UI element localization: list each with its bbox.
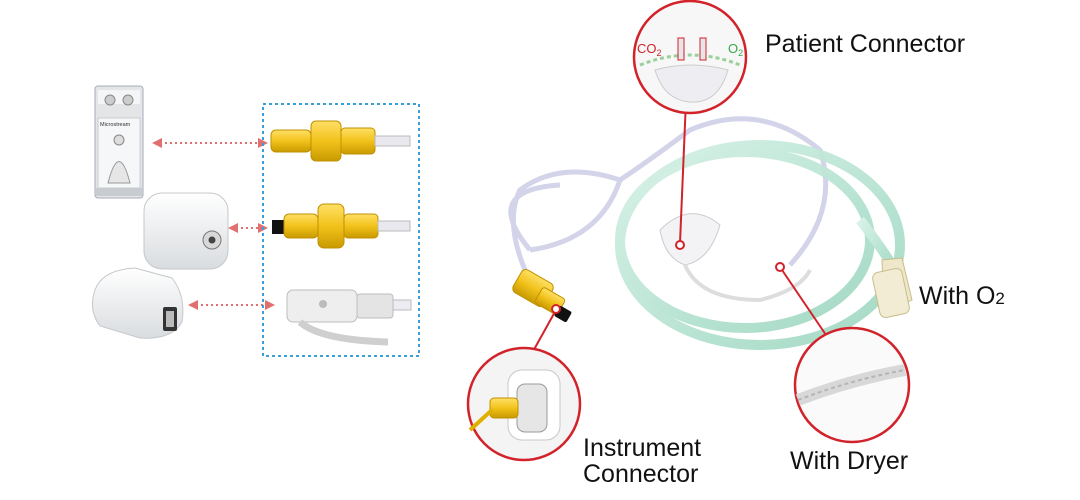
- callout-dots: [551, 240, 785, 314]
- co2-label: CO2: [637, 41, 662, 58]
- white-connector-3: [286, 289, 412, 346]
- capnography-monitor: [94, 85, 144, 199]
- module-device-round: [143, 192, 229, 270]
- yellow-connector-2: [272, 203, 411, 249]
- instrument-connector-line2: Connector: [583, 460, 699, 488]
- magnifier-dryer-icon: [793, 326, 911, 444]
- with-dryer-label: With Dryer: [790, 447, 909, 475]
- instrument-yellow-connector: [512, 269, 572, 322]
- yellow-connector-1: [270, 120, 411, 162]
- magnifier-patient-connector-icon: [632, 0, 748, 115]
- monitor-brand-text: Microstream: [100, 122, 131, 128]
- clear-sampling-line: [508, 116, 829, 302]
- with-o2-label: With O2: [919, 283, 1005, 312]
- magnifier-instrument-connector-icon: [466, 346, 582, 462]
- patient-connector-label: Patient Connector: [765, 30, 966, 58]
- o2-label: O2: [728, 41, 743, 58]
- connector-group-frame: [262, 103, 420, 357]
- with-o2-prefix: With O: [919, 282, 996, 310]
- nasal-cannula: [659, 213, 812, 303]
- module-device-angled: [91, 267, 184, 339]
- callout-lines: [530, 99, 827, 356]
- with-o2-subscript: 2: [995, 289, 1005, 308]
- instrument-connector-line1: Instrument: [583, 434, 702, 462]
- instrument-connector-label: Instrument Connector: [583, 435, 701, 487]
- arrow-dotted-1: [160, 142, 268, 306]
- green-oxygen-tubing: [615, 140, 905, 350]
- oxygen-connector: [872, 257, 913, 318]
